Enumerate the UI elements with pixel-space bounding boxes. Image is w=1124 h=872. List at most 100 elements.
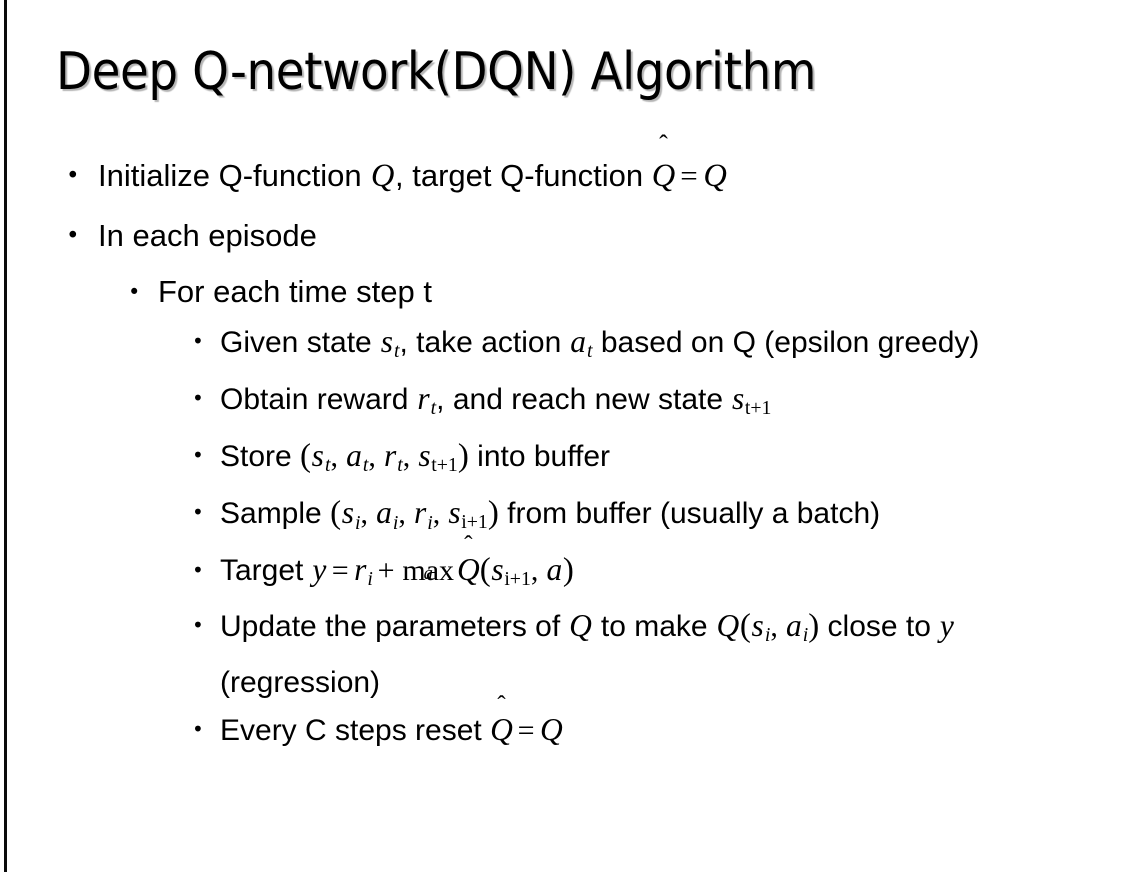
math-q-hat: ̂Q (457, 547, 480, 593)
math-s: s (751, 607, 764, 643)
math-y: y (312, 551, 327, 587)
math-close-paren: ) (457, 438, 469, 475)
math-close-paren: ) (808, 607, 820, 644)
bullet-marker: • (192, 386, 204, 411)
bullet-initialize: • Initialize Q-function Q, target Q-func… (0, 146, 1124, 206)
math-equals: = (680, 158, 698, 193)
math-r-subscript: i (367, 567, 373, 590)
math-q-2: Q (703, 158, 727, 194)
bullet-store-transition-text: Store (st, at, rt, st+1) into buffer (220, 432, 1100, 489)
math-q-hat: ̂Q (652, 146, 676, 206)
math-r-subscript: t (430, 397, 437, 420)
text-update-mid: to make (592, 609, 716, 643)
bullet-target-equation-text: Target y=ri+maxâQ(si+1, a) (220, 547, 1100, 602)
bullet-reset-target-network-text: Every C steps reset ̂Q=Q (220, 706, 1100, 754)
bullet-given-state-text: Given state st, take action at based on … (220, 318, 1100, 375)
bullet-in-each-episode-text: In each episode (98, 218, 317, 253)
math-a1: a (346, 438, 362, 474)
bullet-reset-target-network: • Every C steps reset ̂Q=Q (0, 706, 1124, 754)
bullet-update-parameters-text: Update the parameters of Q to make Q(si,… (220, 602, 1100, 706)
math-comma-1: , (360, 497, 376, 531)
math-s1: s (341, 495, 354, 531)
text-given-post: based on Q (epsilon greedy) (592, 326, 980, 359)
bullet-marker: • (192, 443, 204, 468)
bullet-target-equation: • Target y=ri+maxâQ(si+1, a) (0, 547, 1124, 602)
math-open-paren: ( (300, 438, 312, 475)
text-obtain-pre: Obtain reward (220, 383, 417, 417)
text-obtain-mid: , and reach new state (436, 383, 732, 417)
math-equals: = (331, 553, 349, 587)
math-a: a (570, 324, 586, 359)
math-s2: s (448, 495, 461, 531)
bullet-marker: • (192, 716, 204, 741)
math-s2-subscript: i+1 (461, 511, 488, 534)
bullet-sample-batch-text: Sample (si, ai, ri, si+1) from buffer (u… (220, 489, 1100, 546)
math-open-paren: ( (479, 551, 491, 588)
bullet-sample-batch: • Sample (si, ai, ri, si+1) from buffer … (0, 489, 1124, 546)
math-q-hat-base: Q (457, 551, 480, 587)
text-update-post: close to (819, 609, 940, 643)
bullet-initialize-text: Initialize Q-function Q , target Q-functi… (98, 146, 1124, 206)
bullet-marker: • (192, 557, 204, 582)
math-comma-2: , (368, 440, 384, 474)
text-initialize-mid: , target Q-function (395, 158, 652, 193)
math-a1-subscript: i (392, 511, 399, 534)
math-s: s (380, 324, 393, 359)
text-given-pre: Given state (220, 326, 381, 359)
bullet-marker: • (192, 500, 204, 525)
math-equals: = (517, 713, 535, 747)
bullet-marker: • (66, 223, 80, 249)
math-r1: r (413, 495, 427, 531)
math-q-hat: ̂Q (490, 706, 513, 753)
text-initialize-pre: Initialize Q-function (98, 158, 371, 193)
bullet-for-each-time-step: • For each time step t (0, 266, 1124, 318)
math-y: y (939, 607, 954, 643)
bullet-list: • Initialize Q-function Q , target Q-func… (0, 146, 1124, 754)
math-a: a (546, 551, 563, 587)
text-store-post: into buffer (468, 440, 611, 474)
bullet-obtain-reward-text: Obtain reward rt, and reach new state st… (220, 375, 1100, 432)
math-s: s (731, 381, 745, 417)
bullet-given-state: • Given state st, take action at based o… (0, 318, 1124, 375)
math-q-2: Q (716, 607, 740, 643)
math-s2-subscript: t+1 (431, 454, 458, 477)
text-update-pre: Update the parameters of (220, 609, 569, 643)
math-r: r (354, 551, 367, 587)
math-r: r (417, 381, 430, 417)
text-reset-pre: Every C steps reset (220, 713, 491, 747)
math-s: s (491, 551, 504, 587)
math-a1: a (376, 495, 392, 531)
text-update-tail: (regression) (220, 665, 381, 699)
bullet-marker: • (192, 329, 204, 353)
math-r1: r (383, 438, 397, 474)
text-store-pre: Store (220, 440, 301, 474)
math-r1-subscript: i (427, 511, 433, 534)
text-sample-post: from buffer (usually a batch) (498, 497, 881, 531)
math-comma-3: , (402, 440, 418, 474)
math-plus: + (377, 553, 395, 587)
math-close-paren: ) (487, 495, 499, 532)
math-q: Q (539, 711, 563, 747)
math-a1-subscript: t (362, 454, 369, 477)
slide-left-rule (4, 0, 7, 872)
math-max-subscript: a (423, 563, 433, 585)
math-s-subscript: t+1 (744, 397, 772, 420)
math-comma: , (770, 609, 786, 643)
math-a: a (785, 607, 802, 643)
math-a-subscript: t (586, 340, 593, 363)
math-max-label: max (402, 553, 455, 587)
math-comma-3: , (432, 497, 448, 531)
math-q-hat-base: Q (490, 711, 513, 747)
math-comma-1: , (330, 440, 346, 474)
math-s-subscript: t (393, 340, 400, 363)
bullet-for-each-time-step-text: For each time step t (158, 274, 432, 309)
text-given-mid: , take action (399, 326, 570, 359)
math-s1: s (311, 438, 324, 474)
bullet-update-parameters: • Update the parameters of Q to make Q(s… (0, 602, 1124, 706)
math-r1-subscript: t (397, 454, 403, 477)
math-close-paren: ) (562, 551, 574, 588)
math-open-paren: ( (330, 495, 342, 532)
math-s1-subscript: i (354, 511, 361, 534)
math-comma: , (530, 553, 546, 587)
